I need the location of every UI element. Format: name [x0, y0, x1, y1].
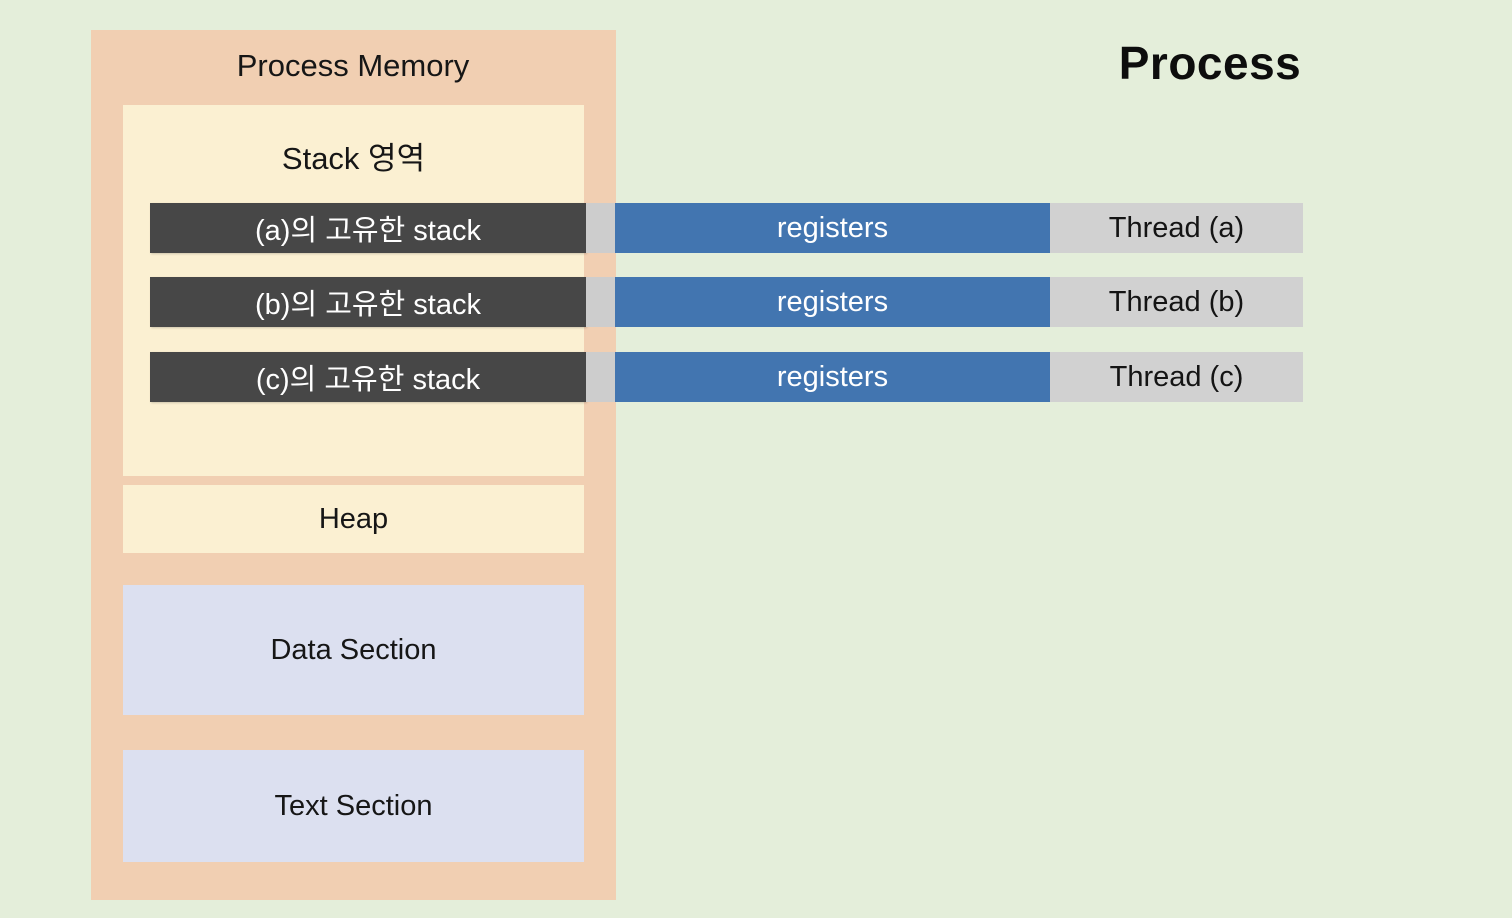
thread-label-cell: Thread (c)	[1050, 352, 1303, 402]
thread-stack-cell: (b)의 고유한 stack	[150, 277, 586, 327]
thread-row: (c)의 고유한 stack registers Thread (c)	[150, 352, 1303, 402]
stack-area-label: Stack 영역	[281, 141, 426, 176]
thread-row: (a)의 고유한 stack registers Thread (a)	[150, 203, 1303, 253]
thread-stack-cell: (c)의 고유한 stack	[150, 352, 586, 402]
heap-box: Heap	[123, 485, 584, 553]
thread-registers-cell: registers	[615, 352, 1050, 402]
text-section-box: Text Section	[123, 750, 584, 862]
process-title: Process	[1118, 37, 1302, 89]
thread-gap-cell	[586, 203, 615, 253]
thread-gap-cell	[586, 352, 615, 402]
process-memory-title: Process Memory	[236, 48, 470, 83]
data-section-box: Data Section	[123, 585, 584, 715]
thread-label-cell: Thread (b)	[1050, 277, 1303, 327]
thread-registers-cell: registers	[615, 203, 1050, 253]
thread-gap-cell	[586, 277, 615, 327]
process-memory-container: Process Memory Stack 영역 Heap Data Sectio…	[91, 30, 616, 900]
thread-registers-cell: registers	[615, 277, 1050, 327]
thread-stack-cell: (a)의 고유한 stack	[150, 203, 586, 253]
thread-label-cell: Thread (a)	[1050, 203, 1303, 253]
thread-row: (b)의 고유한 stack registers Thread (b)	[150, 277, 1303, 327]
